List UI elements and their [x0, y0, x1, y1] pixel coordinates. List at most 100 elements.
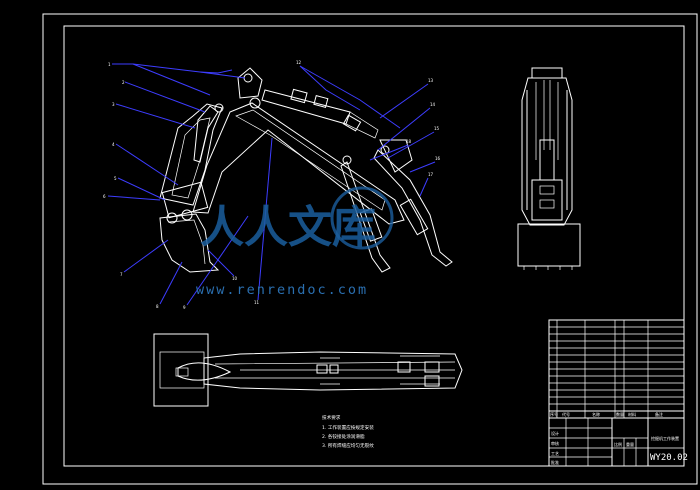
front-rods — [535, 80, 559, 160]
balloon-11: 11 — [254, 300, 260, 305]
leader-16 — [409, 161, 436, 173]
inner-frame — [63, 25, 685, 467]
balloon-6: 6 — [103, 194, 106, 199]
leader-2 — [124, 81, 206, 113]
bucket-linkage — [161, 181, 209, 219]
lift-cyl-body-1 — [359, 208, 383, 242]
cyl-block-2 — [313, 94, 329, 108]
front-lower — [531, 179, 563, 221]
watermark-logo-ring — [330, 186, 394, 250]
lift-cylinder-1 — [340, 161, 391, 273]
part-name: 挖掘机工作装置 — [651, 435, 679, 441]
side-view — [159, 67, 453, 273]
approval-approve: 批准 — [551, 459, 559, 465]
top-arm-outline — [203, 351, 463, 391]
leader-1 — [112, 63, 246, 79]
leader-1b — [132, 63, 211, 96]
leader-7 — [123, 239, 169, 273]
technical-notes: 技术要求 1. 工作装置应按规定安装 2. 各铰接处涂润滑脂 3. 所有焊缝应均… — [322, 414, 374, 449]
leader-18 — [369, 144, 409, 161]
leader-17 — [419, 177, 429, 197]
top-pin-a — [316, 364, 328, 374]
leader-6 — [107, 195, 161, 201]
bom-header-material: 材料 — [628, 411, 636, 417]
leader-14 — [377, 107, 431, 151]
leader-4 — [115, 143, 179, 186]
top-bucket — [153, 333, 209, 407]
title-grid — [549, 418, 684, 466]
bucket-inner — [167, 219, 206, 265]
leader-8 — [159, 261, 183, 305]
base-bracket — [379, 139, 413, 173]
watermark-url: www.renrendoc.com — [196, 282, 368, 298]
bom-header-no: 序号 — [550, 411, 558, 417]
front-top-cap — [531, 67, 563, 79]
pin-stick — [214, 103, 224, 113]
top-link-block — [175, 367, 189, 377]
pin-top — [243, 73, 253, 83]
top-link — [177, 362, 232, 381]
balloon-7: 7 — [120, 272, 123, 277]
bucket — [159, 213, 220, 273]
balloon-5: 5 — [114, 176, 117, 181]
scale-label: 比例 — [614, 441, 622, 447]
pin-bucket-1 — [166, 212, 178, 224]
balloon-14: 14 — [430, 102, 436, 107]
watermark-text: 人人文库 — [200, 202, 376, 253]
drawing-code: WY20.02 — [650, 453, 688, 463]
leader-5 — [117, 177, 166, 201]
pin-lift-1 — [342, 155, 352, 165]
front-view — [517, 67, 581, 270]
approval-process: 工艺 — [551, 451, 559, 456]
bom-header-code: 代号 — [562, 411, 570, 417]
balloon-15: 15 — [434, 126, 440, 131]
front-teeth — [523, 266, 573, 270]
top-pin-b — [329, 364, 339, 374]
approval-review: 审核 — [551, 440, 559, 446]
leader-15 — [387, 131, 435, 159]
top-bucket-inner — [159, 351, 205, 389]
boom-cylinder-rod — [345, 111, 379, 139]
bom-header-remark: 备注 — [655, 411, 663, 417]
balloon-1: 1 — [108, 62, 111, 67]
balloon-13: 13 — [428, 78, 434, 83]
notes-line-3: 3. 所有焊缝应均匀无裂纹 — [322, 442, 374, 449]
front-bucket — [517, 223, 581, 267]
pin-bucket-2 — [181, 209, 193, 221]
leader-1c — [199, 69, 233, 74]
pin-boom — [249, 97, 261, 109]
boom-inner — [235, 109, 386, 211]
title-block-frame — [548, 319, 685, 467]
top-details — [320, 355, 440, 385]
approval-design: 设计 — [551, 430, 559, 436]
cyl-block-3 — [342, 114, 362, 132]
cyl-block-1 — [290, 88, 308, 104]
boom-outline — [192, 102, 405, 225]
top-view — [153, 333, 463, 407]
balloon-12: 12 — [296, 60, 302, 65]
top-pin-e — [424, 375, 440, 387]
lift-cylinder-2 — [373, 149, 453, 267]
balloon-18: 18 — [406, 139, 412, 144]
bom-header-qty: 数量 — [616, 411, 624, 417]
outer-border — [42, 13, 698, 485]
front-block-a — [539, 185, 555, 195]
lift-cyl-body-2 — [399, 198, 429, 236]
leader-12b — [299, 65, 401, 129]
leader-3 — [115, 103, 196, 129]
notes-line-2: 2. 各铰接处涂润滑脂 — [322, 433, 365, 440]
leader-11 — [257, 137, 273, 301]
stick-cylinder — [193, 105, 219, 163]
top-pin-d — [424, 361, 440, 373]
balloon-8: 8 — [156, 304, 159, 309]
balloon-17: 17 — [428, 172, 434, 177]
front-body — [521, 77, 573, 226]
front-sides — [526, 90, 568, 210]
front-block-b — [539, 199, 555, 209]
top-arm-lines — [214, 361, 456, 379]
balloon-labels: 1 2 3 4 5 6 7 8 9 10 11 12 13 14 15 16 1… — [103, 60, 441, 310]
watermark: 人人文库 www.renrendoc.com — [196, 186, 394, 298]
title-block: 序号 代号 名称 数量 材料 备注 设计 审核 工艺 批准 比例 重量 挖掘机工… — [548, 319, 688, 467]
front-cylinder — [539, 139, 555, 181]
